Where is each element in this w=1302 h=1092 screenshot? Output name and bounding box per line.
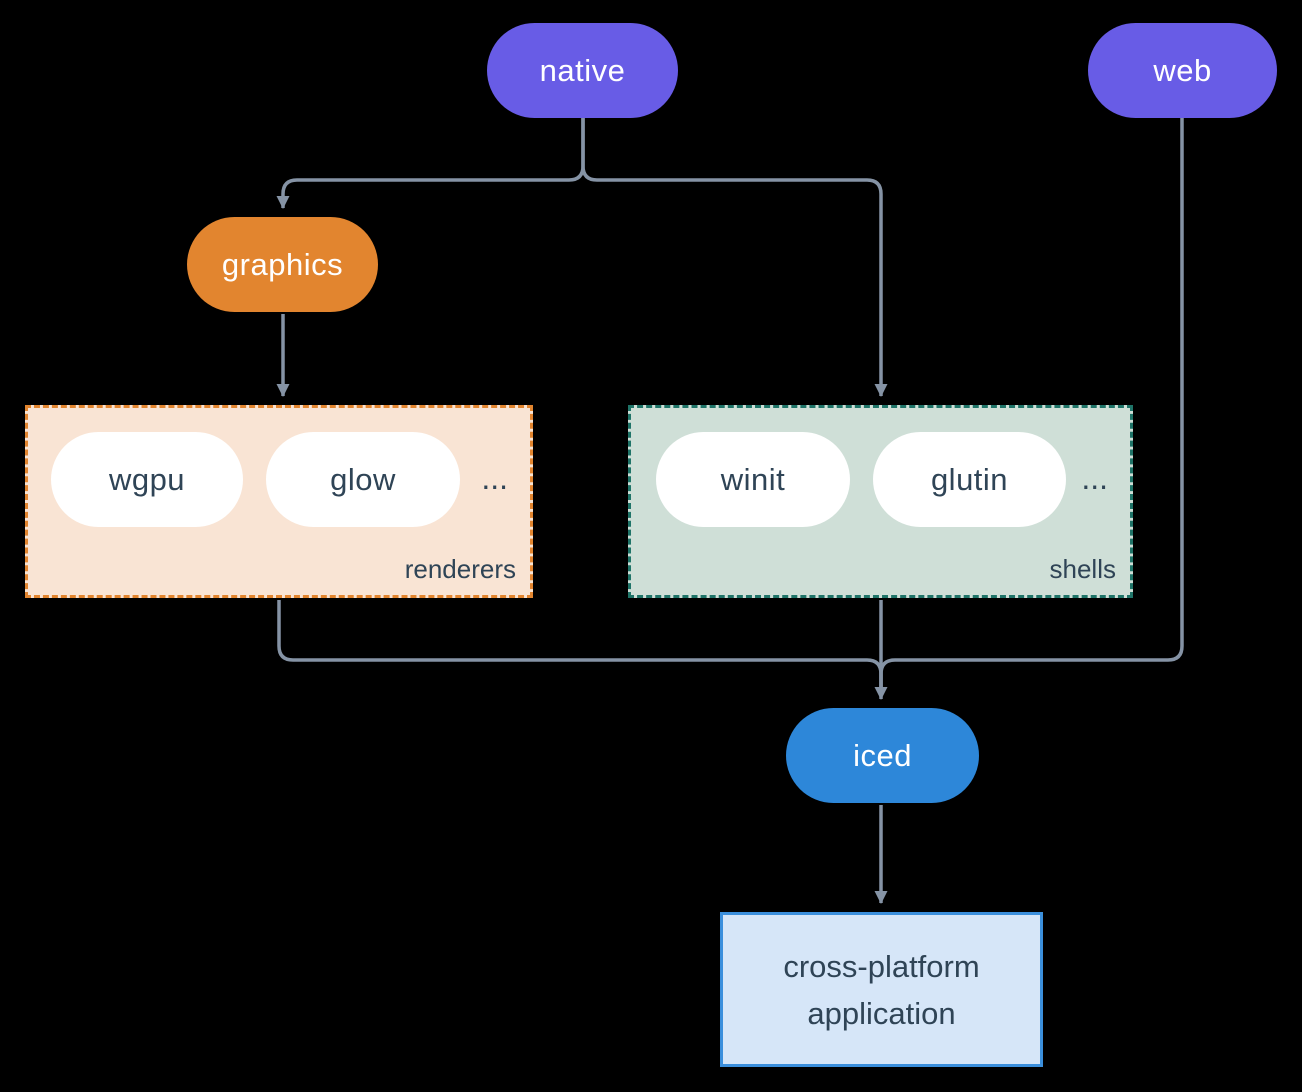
shells-ellipsis: ... bbox=[1081, 460, 1108, 496]
node-iced: iced bbox=[786, 708, 979, 803]
renderers-ellipsis: ... bbox=[481, 460, 508, 496]
shells-group-label: shells bbox=[1049, 554, 1116, 584]
application-label-line1: cross-platform bbox=[783, 948, 980, 984]
node-native: native bbox=[487, 23, 678, 118]
node-glow-label: glow bbox=[330, 461, 396, 497]
node-wgpu-label: wgpu bbox=[108, 461, 186, 497]
node-winit-label: winit bbox=[720, 461, 786, 497]
node-graphics: graphics bbox=[187, 217, 378, 312]
edge-renderers-to-bus bbox=[277, 600, 883, 688]
node-wgpu: wgpu bbox=[51, 432, 243, 527]
group-shells: winit glutin ... shells bbox=[628, 405, 1133, 598]
node-winit: winit bbox=[656, 432, 850, 527]
node-web: web bbox=[1088, 23, 1277, 118]
node-glow: glow bbox=[266, 432, 460, 527]
node-glutin-label: glutin bbox=[930, 461, 1009, 497]
edge-native-to-shells bbox=[581, 118, 888, 397]
application-label-line2: application bbox=[807, 995, 956, 1031]
group-renderers: wgpu glow ... renderers bbox=[25, 405, 533, 598]
node-native-label: native bbox=[539, 52, 626, 88]
renderers-group-label: renderers bbox=[404, 554, 516, 584]
node-web-label: web bbox=[1153, 52, 1212, 88]
edge-web-to-bus bbox=[879, 118, 1184, 688]
node-glutin: glutin bbox=[873, 432, 1066, 527]
node-iced-label: iced bbox=[853, 737, 912, 773]
node-graphics-label: graphics bbox=[221, 246, 344, 282]
node-cross-platform-application: cross-platform application bbox=[720, 912, 1043, 1067]
edge-native-to-graphics bbox=[276, 118, 585, 209]
